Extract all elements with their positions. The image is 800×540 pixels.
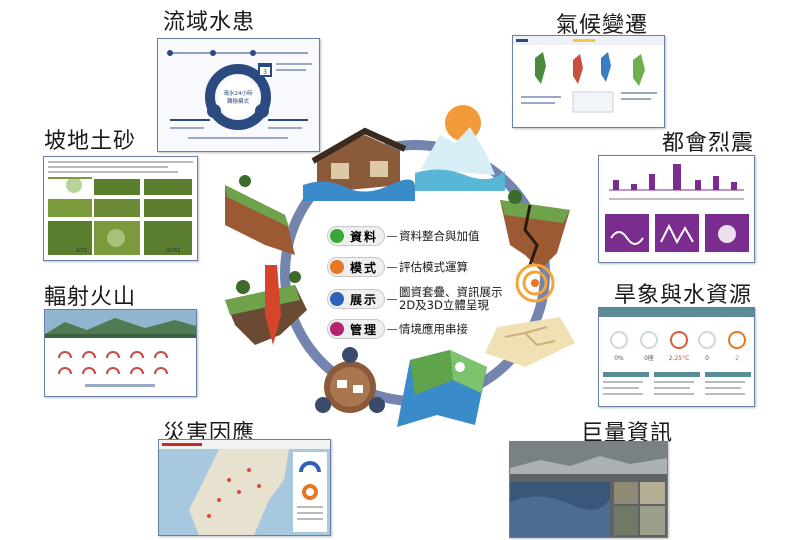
pill-display-label: 展示 [350,292,379,307]
drought-value-2: 0座 [644,354,654,362]
map-icon [397,350,487,427]
card-disaster[interactable] [158,439,331,536]
slope-value-2: 0/162 [166,248,180,254]
landslide-slope-icon [225,175,295,255]
drought-value-5: 2 [735,355,739,362]
card-watershed[interactable]: 3 淹水24小時 轉換模式 [157,38,320,152]
legend-row-display: 展示 圖資套疊、資訊展示 2D及3D立體呈現 [327,286,503,312]
climate-map-panel [513,36,664,127]
desc-manage: 情境應用串接 [399,321,468,336]
connector [387,266,397,268]
drought-value-1: 0% [614,355,624,362]
title-volcano: 輻射火山 [44,285,137,310]
pill-manage-label: 管理 [350,322,379,337]
bigdata-satellite-view [510,442,667,537]
desc-display: 圖資套疊、資訊展示 [399,285,503,299]
card-volcano[interactable] [44,309,197,397]
legend-row-manage: 管理 情境應用串接 [327,318,468,340]
title-slope: 坡地土砂 [44,129,137,154]
pill-model-label: 模式 [350,260,379,275]
drought-value-3: 2.25°C [669,355,690,362]
connector [387,235,397,237]
watershed-flow-diagram: 3 淹水24小時 轉換模式 [158,39,319,151]
dot-display-icon [330,292,344,306]
title-climate: 氣候變遷 [556,13,649,38]
watershed-sub-text: 轉換模式 [227,97,250,105]
card-bigdata[interactable] [509,441,668,538]
card-climate[interactable] [512,35,665,128]
card-quake[interactable] [598,155,755,263]
center-illustration [225,105,575,427]
drought-value-4: 0 [705,355,709,362]
dot-data-icon [330,229,344,243]
target-icon [515,263,555,303]
connector [387,298,397,300]
desc-display-2: 2D及3D立體呈現 [399,298,489,312]
dot-manage-icon [330,322,344,336]
card-drought[interactable]: 0% 0座 2.25°C 0 2 [598,307,755,407]
pill-display[interactable]: 展示 [327,289,385,309]
pill-data-label: 資料 [350,229,379,244]
pill-data[interactable]: 資料 [327,226,385,246]
earthquake-cliff-icon [500,190,570,270]
slope-dashboard: 0/15 0/162 [44,157,197,260]
watershed-center-text: 淹水24小時 [224,89,253,97]
title-drought: 旱象與水資源 [614,283,753,308]
title-quake: 都會烈震 [662,131,755,156]
desc-model: 評估模式運算 [399,259,468,274]
desc-data: 資料整合與加值 [399,228,480,243]
card-slope[interactable]: 0/15 0/162 [43,156,198,261]
title-watershed: 流域水患 [163,10,256,35]
volcano-island-icon [225,265,307,345]
slope-value-1: 0/15 [76,248,87,254]
legend-row-data: 資料 資料整合與加值 [327,225,480,247]
dot-model-icon [330,260,344,274]
disaster-map [159,440,330,535]
volcano-dashboard [45,310,196,396]
connector [387,328,397,330]
quake-diagram [599,156,754,262]
pill-model[interactable]: 模式 [327,257,385,277]
meeting-table-icon [315,347,385,413]
watershed-badge: 3 [263,69,267,76]
house-flood-icon [303,127,415,201]
dry-land-icon [485,317,575,367]
iceberg-icon [415,105,505,191]
legend-row-model: 模式 評估模式運算 [327,256,468,278]
pill-manage[interactable]: 管理 [327,319,385,339]
drought-dashboard: 0% 0座 2.25°C 0 2 [599,308,754,406]
